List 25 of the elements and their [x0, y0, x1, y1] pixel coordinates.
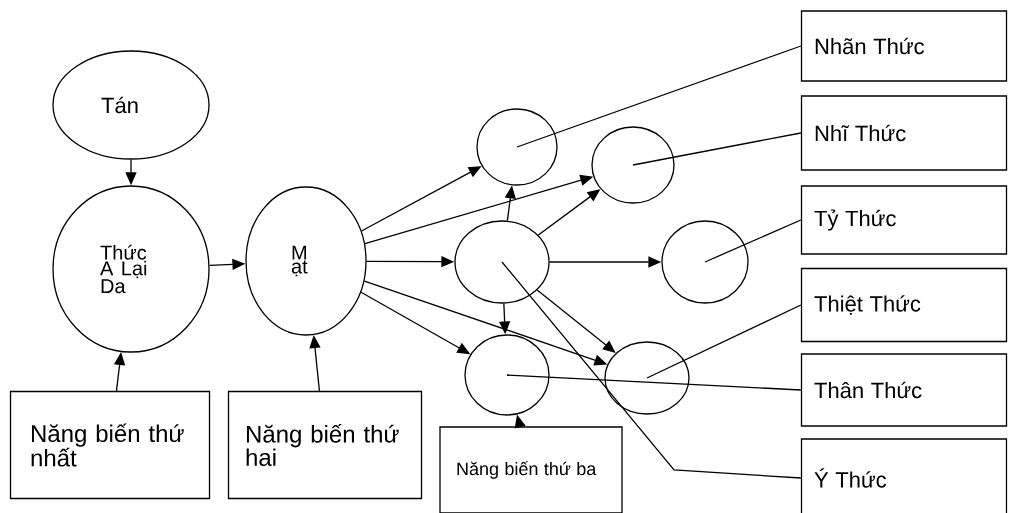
- ellipse-node: M ạt: [245, 186, 367, 336]
- text-box: Tỷ Thức: [800, 185, 1008, 255]
- arrow: [536, 289, 616, 353]
- leader-line: [516, 45, 802, 148]
- leader-line: [704, 219, 802, 263]
- leader-line: [501, 261, 802, 479]
- ellipse-node: Thức A Lại Da: [52, 185, 210, 353]
- text-box: Thân Thức: [800, 353, 1008, 427]
- leader-line: [506, 374, 802, 391]
- text-box: Nhĩ Thức: [800, 95, 1008, 171]
- text-box: Năng biến thứ hai: [227, 390, 423, 500]
- leader-line: [632, 132, 802, 166]
- empty-circle: [464, 334, 550, 416]
- empty-circle: [604, 341, 690, 415]
- text-box: Năng biến thứ ba: [439, 426, 623, 513]
- text-box: Ý Thức: [800, 438, 1008, 513]
- ellipse-node: Tán: [52, 50, 210, 160]
- text-box: Năng biến thứ nhất: [9, 390, 211, 500]
- text-box: Nhãn Thức: [800, 10, 1008, 82]
- empty-circle: [454, 220, 550, 304]
- leader-line: [646, 304, 802, 379]
- empty-circle: [661, 220, 749, 304]
- text-box: Thiệt Thức: [800, 267, 1008, 343]
- empty-circle: [476, 108, 558, 186]
- empty-circle: [591, 126, 675, 204]
